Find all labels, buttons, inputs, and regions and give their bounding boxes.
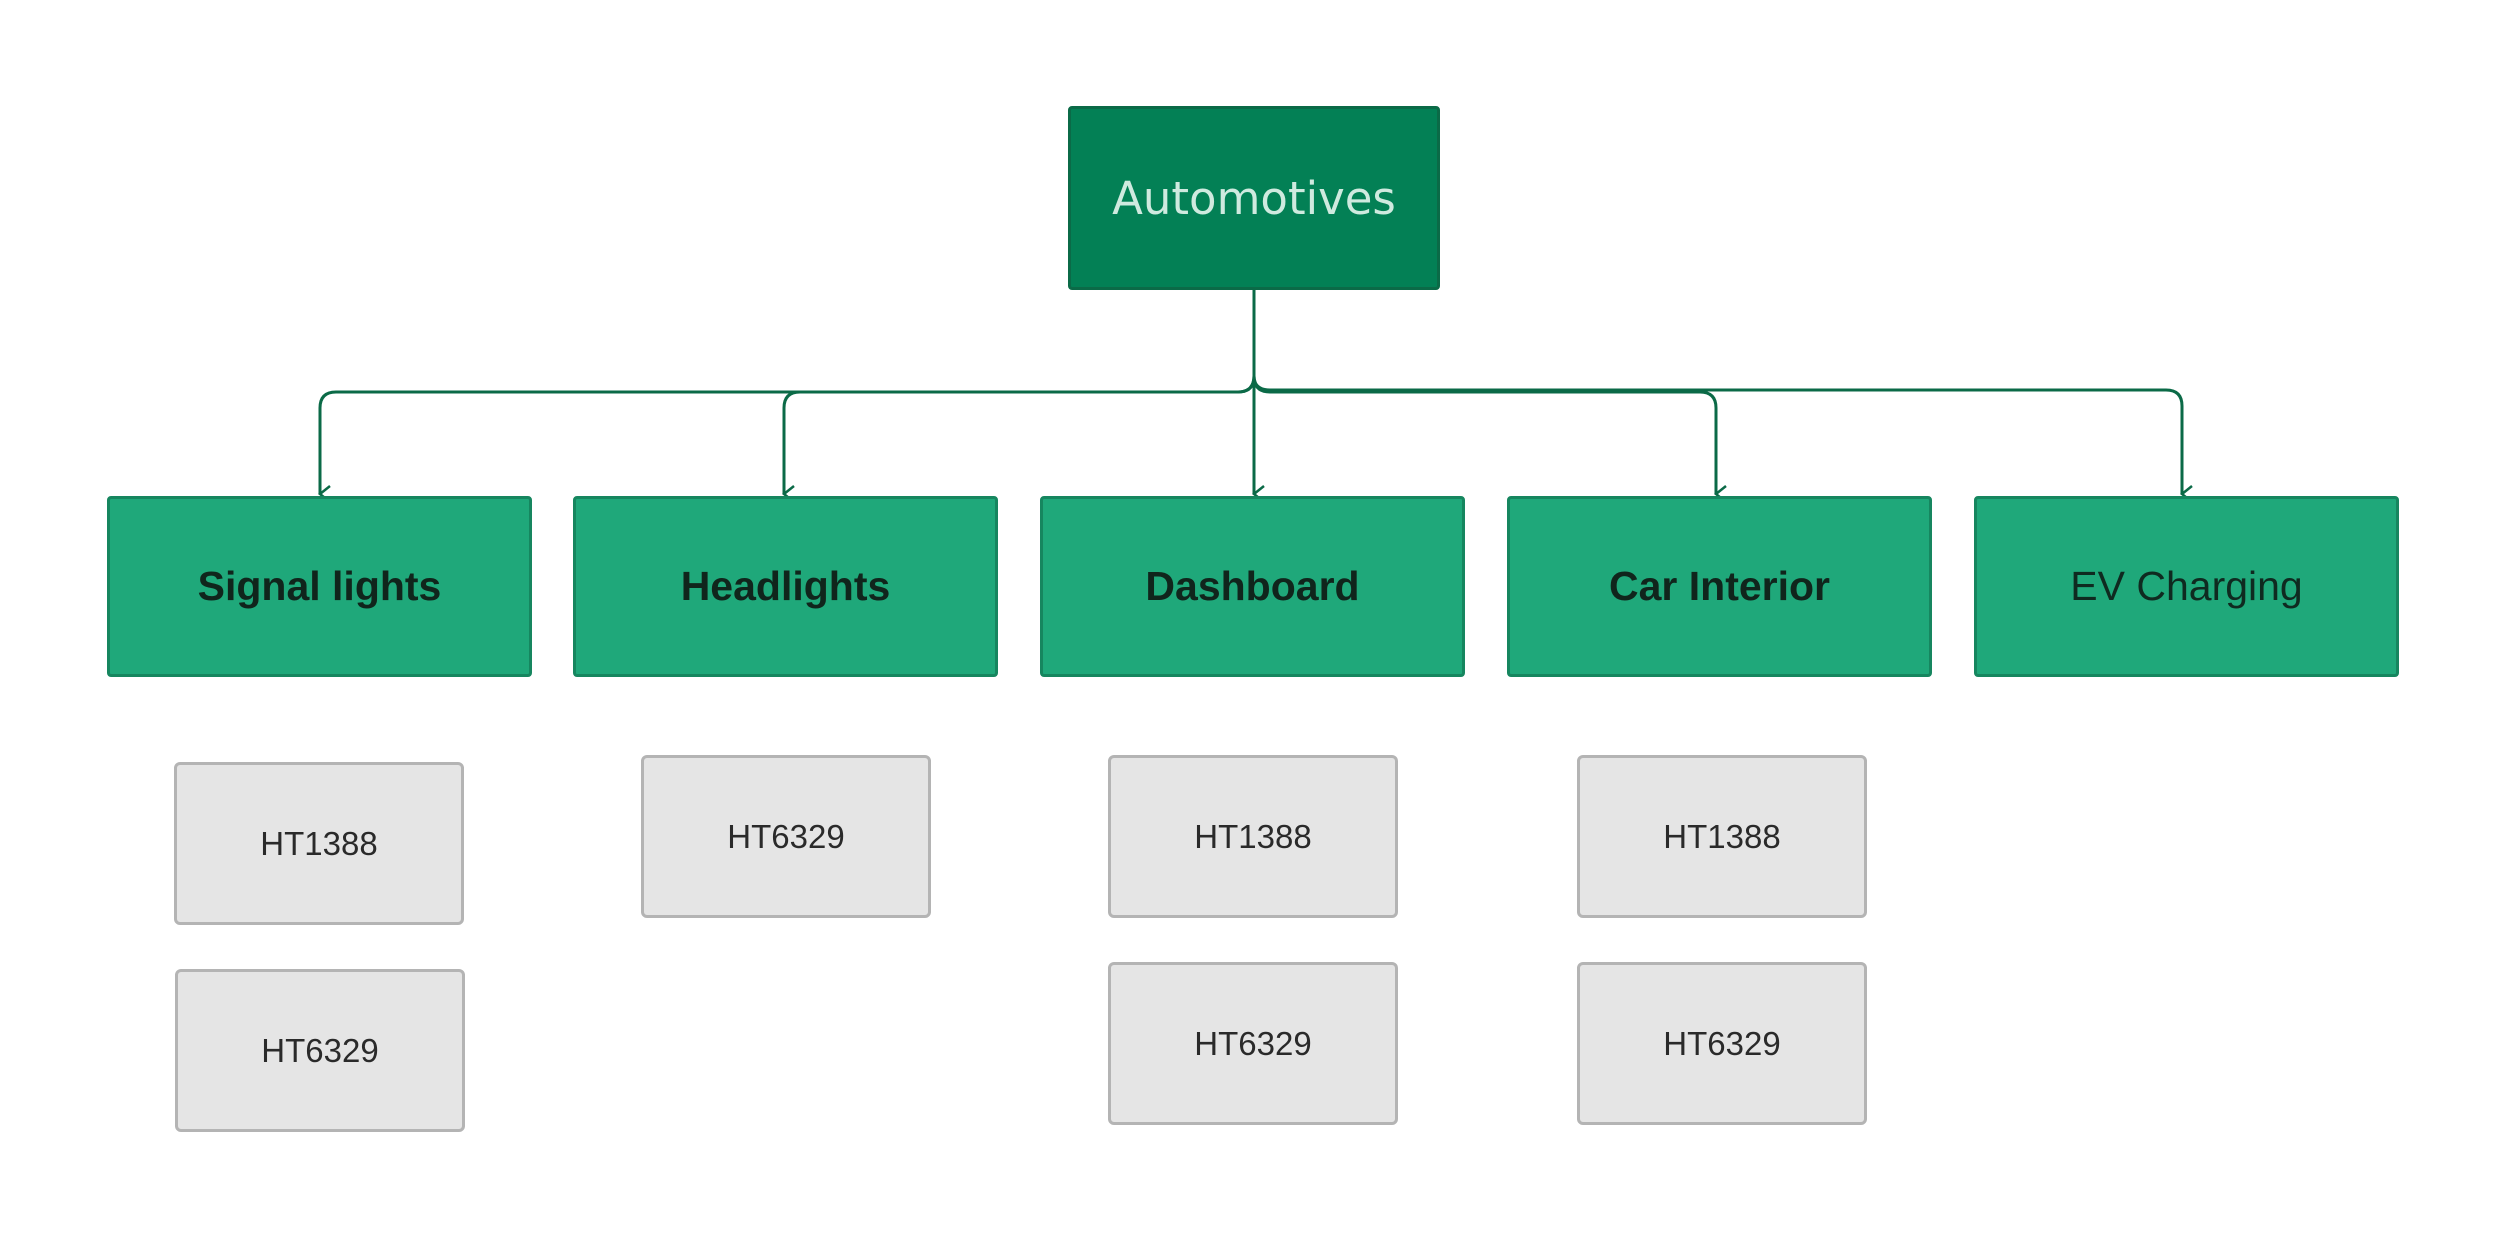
part-chip-signal-lights-2: HT6329 [175, 969, 465, 1132]
connector-to-car-interior [1252, 375, 1727, 503]
category-signal-lights: Signal lights [107, 496, 532, 677]
part-label: HT1388 [260, 824, 378, 862]
part-label: HT6329 [1194, 1024, 1312, 1062]
connector-to-ev-charging [1252, 375, 2193, 503]
connector-to-headlights [781, 375, 1256, 503]
category-ev-charging: EV Charging [1974, 496, 2399, 677]
part-label: HT1388 [1194, 817, 1312, 855]
part-chip-dashboard-2: HT6329 [1108, 962, 1398, 1125]
part-label: HT6329 [1663, 1024, 1781, 1062]
category-label: Signal lights [197, 563, 442, 609]
part-label: HT1388 [1663, 817, 1781, 855]
category-dashboard: Dashboard [1040, 496, 1465, 677]
part-label: HT6329 [727, 817, 845, 855]
part-label: HT6329 [261, 1031, 379, 1069]
category-label: Car Interior [1609, 563, 1830, 609]
category-label: Dashboard [1145, 563, 1360, 609]
category-car-interior: Car Interior [1507, 496, 1932, 677]
part-chip-car-interior-1: HT1388 [1577, 755, 1867, 918]
part-chip-car-interior-2: HT6329 [1577, 962, 1867, 1125]
root-node-automotives: Automotives [1068, 106, 1440, 290]
category-headlights: Headlights [573, 496, 998, 677]
part-chip-dashboard-1: HT1388 [1108, 755, 1398, 918]
category-label: EV Charging [2070, 563, 2303, 609]
part-chip-signal-lights-1: HT1388 [174, 762, 464, 925]
part-chip-headlights-1: HT6329 [641, 755, 931, 918]
category-label: Headlights [680, 563, 891, 609]
root-label: Automotives [1112, 171, 1396, 225]
